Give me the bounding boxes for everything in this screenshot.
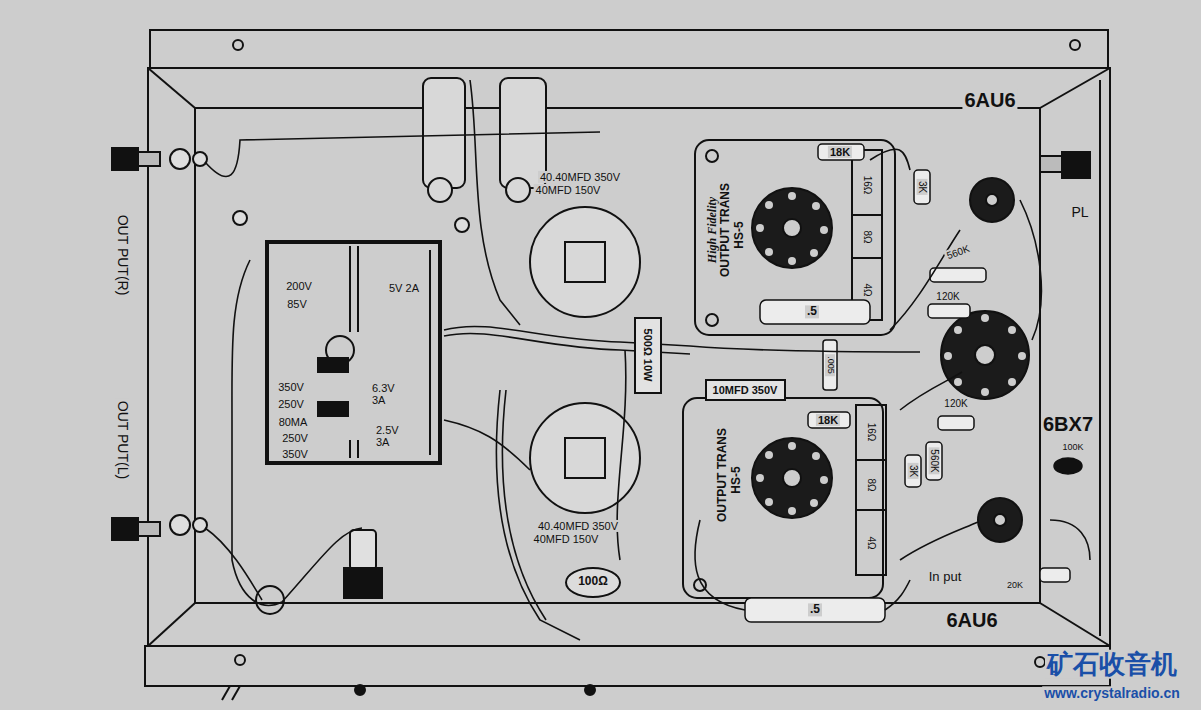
transformer-label: OUTPUT TRANS: [719, 183, 732, 277]
component-label: 3K: [917, 179, 928, 195]
voltage-label: 2.5V 3A: [376, 424, 406, 448]
component-label: 40MFD 150V: [534, 184, 603, 196]
component-label: 120K: [942, 398, 969, 409]
component-label: 6AU6: [962, 89, 1017, 111]
component-label: 560K: [929, 447, 940, 474]
transformer-label: OUTPUT TRANS: [716, 428, 729, 522]
voltage-label: 350V: [282, 448, 308, 460]
component-label: 40.40MFD 350V: [536, 520, 620, 532]
component-label: 16Ω: [862, 174, 873, 197]
transformer-label: HS-5: [733, 221, 746, 248]
potentiometer: 100Ω: [565, 567, 621, 598]
voltage-label: 250V: [278, 398, 304, 410]
component-label: 6AU6: [944, 609, 999, 631]
component-label: .005: [825, 354, 835, 376]
voltage-label: 80MA: [279, 416, 308, 428]
component-label: 20K: [1005, 581, 1025, 591]
voltage-label: 250V: [282, 432, 308, 444]
component-label: 8Ω: [866, 476, 877, 493]
component-label: .5: [805, 305, 819, 318]
transformer-label: High Fidelity: [706, 197, 719, 263]
transformer-label: HS-5: [730, 466, 743, 493]
component-label: www.crystalradio.cn: [1042, 686, 1182, 701]
component-label: In put: [927, 570, 964, 584]
component-label: 6BX7: [1041, 413, 1095, 435]
component-label: PL: [1069, 205, 1090, 220]
component-label: 100K: [1060, 443, 1085, 453]
voltage-label: 6.3V 3A: [372, 382, 402, 406]
power-transformer: 200V 85V 5V 2A 350V 250V 6.3V 3A 80MA 250V 350V 2…: [265, 240, 442, 465]
capacitor-value: 10MFD 350V: [713, 384, 778, 396]
component-label: 560K: [943, 242, 972, 262]
component-label: .5: [808, 603, 822, 616]
component-label: 40MFD 150V: [532, 533, 601, 545]
voltage-label: 85V: [287, 298, 307, 310]
voltage-label: 350V: [278, 381, 304, 393]
component-label: OUT PUT(L): [114, 399, 129, 481]
component-label: 4Ω: [866, 534, 877, 551]
component-label: 矿石收音机: [1045, 650, 1179, 679]
voltage-label: 5V 2A: [389, 282, 419, 294]
electrolytic-capacitor: 10MFD 350V: [705, 379, 786, 401]
component-label: 8Ω: [862, 228, 873, 245]
component-label: 120K: [934, 291, 961, 302]
component-label: 40.40MFD 350V: [538, 171, 622, 183]
power-resistor: 500Ω 10W: [634, 317, 662, 394]
resistor-value: 500Ω 10W: [642, 329, 654, 382]
component-label: 18K: [816, 414, 840, 426]
output-transformer: OUTPUT TRANSHS-5: [683, 405, 883, 595]
voltage-label: 200V: [286, 280, 312, 292]
component-label: OUT PUT(R): [114, 213, 129, 298]
component-label: 4Ω: [862, 281, 873, 298]
component-label: 18K: [828, 146, 852, 158]
pot-value: 100Ω: [578, 575, 608, 588]
component-label: 16Ω: [866, 421, 877, 444]
component-label: 3K: [908, 463, 919, 479]
